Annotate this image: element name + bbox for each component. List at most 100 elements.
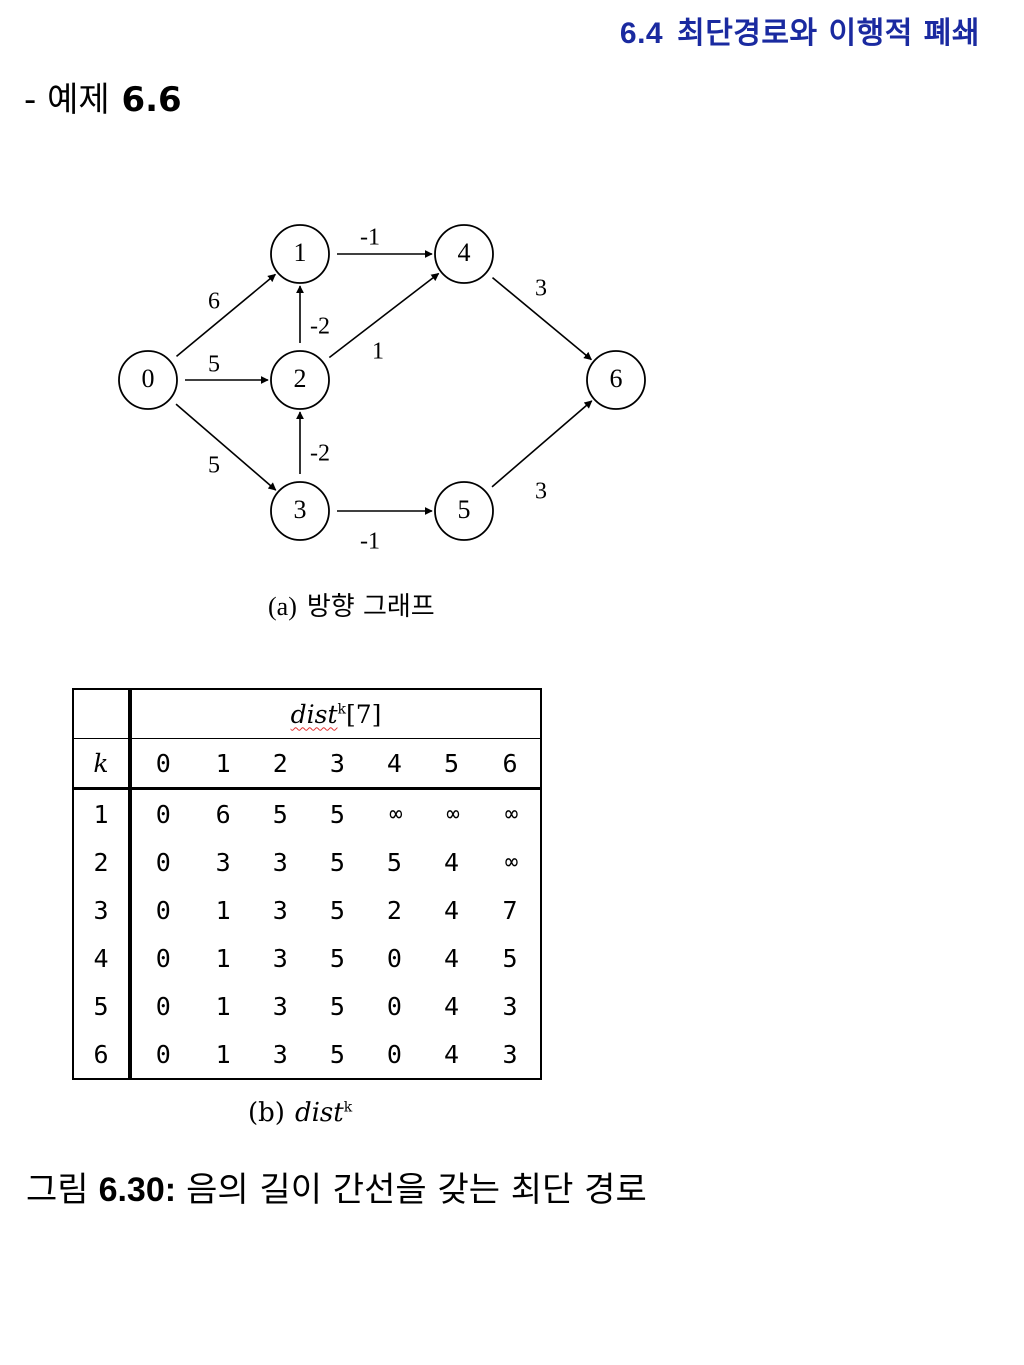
dist-cell: 4 — [443, 991, 460, 1021]
dist-cell: 0 — [155, 943, 171, 973]
edge-4-6 — [491, 276, 592, 361]
dist-header-word: dist — [290, 699, 338, 729]
dist-cell: 1 — [215, 1039, 231, 1069]
dist-cell: 5 — [329, 1039, 345, 1069]
dist-cell: ∞ — [504, 801, 518, 827]
k-cell: 2 — [73, 838, 132, 886]
dist-cell: 2 — [386, 895, 402, 925]
dist-cell: 0 — [386, 943, 402, 973]
dist-cell: 6 — [215, 799, 231, 829]
dist-cell: ∞ — [389, 801, 402, 827]
example-label: - 예제 — [24, 80, 110, 120]
dist-header-sup: k — [337, 701, 346, 718]
graph-caption: (a) 방향 그래프 — [268, 586, 435, 623]
table-caption-word: dist — [294, 1098, 344, 1128]
dist-cell: 1 — [215, 991, 231, 1021]
k-header: k — [73, 738, 132, 790]
table-caption: (b)distk — [248, 1098, 352, 1128]
dist-cell: 5 — [329, 943, 345, 973]
figure-label: 그림 — [26, 1170, 89, 1210]
edge-weight-0-1: 6 — [208, 289, 220, 315]
dist-cell: 5 — [386, 847, 402, 877]
example-title: - 예제 6.6 — [24, 72, 182, 121]
section-number: 6.4 — [619, 17, 664, 50]
edge-0-3 — [175, 403, 277, 491]
node-6 — [586, 350, 646, 410]
edge-weight-5-6: 3 — [535, 479, 547, 505]
edge-5-6 — [491, 400, 593, 488]
dist-cell: 4 — [443, 1039, 460, 1069]
dist-cell: ∞ — [504, 849, 518, 875]
dist-cell: 0 — [155, 847, 171, 877]
node-3 — [270, 481, 330, 541]
column-index: 4 — [365, 738, 423, 790]
dist-cell: 3 — [272, 991, 288, 1021]
dist-cell: 0 — [155, 895, 171, 925]
dist-cell: 3 — [215, 847, 231, 877]
node-5 — [434, 481, 494, 541]
dist-cell: 4 — [443, 943, 460, 973]
dist-cell: 0 — [155, 1039, 171, 1069]
graph-caption-label: (a) — [268, 592, 297, 621]
dist-cell: 5 — [272, 799, 288, 829]
dist-cell: 5 — [329, 895, 345, 925]
node-label-3: 3 — [294, 495, 307, 524]
k-cell: 1 — [73, 788, 132, 838]
node-label-0: 0 — [142, 364, 155, 393]
edge-weight-4-6: 3 — [535, 276, 547, 302]
node-label-4: 4 — [458, 238, 471, 267]
dist-cell: 3 — [272, 1039, 288, 1069]
edge-2-4 — [328, 272, 440, 359]
edge-weight-0-2: 5 — [208, 352, 220, 378]
edge-weight-3-2: -2 — [310, 441, 330, 467]
k-header-spacer — [73, 689, 132, 739]
dist-cell: 5 — [329, 799, 345, 829]
dist-cell: 3 — [272, 943, 288, 973]
node-label-5: 5 — [458, 495, 471, 524]
dist-cell: 7 — [502, 895, 518, 925]
edge-weight-0-3: 5 — [208, 453, 220, 479]
k-cell: 3 — [73, 886, 132, 934]
k-cell: 4 — [73, 934, 132, 982]
dist-cell: 3 — [272, 895, 288, 925]
edge-weight-1-4: -1 — [360, 225, 380, 251]
edge-0-1 — [175, 273, 276, 358]
column-index: 5 — [422, 738, 481, 790]
dist-cell: 0 — [386, 1039, 402, 1069]
dist-cell: 5 — [329, 991, 345, 1021]
column-index: 6 — [480, 738, 541, 790]
dist-cell: 5 — [502, 943, 518, 973]
edge-weight-2-1: -2 — [310, 314, 330, 340]
node-label-2: 2 — [294, 364, 307, 393]
graph-caption-text: 방향 그래프 — [306, 592, 435, 622]
k-cell: 5 — [73, 982, 132, 1030]
edge-weight-2-4: 1 — [372, 339, 384, 365]
column-index: 2 — [251, 738, 309, 790]
dist-cell: 3 — [502, 1039, 518, 1069]
node-1 — [270, 224, 330, 284]
dist-header-suffix: [7] — [345, 699, 382, 729]
table-caption-sup: k — [343, 1099, 353, 1116]
edge-weight-3-5: -1 — [360, 529, 380, 555]
dist-cell: 5 — [329, 847, 345, 877]
dist-cell: 0 — [386, 991, 402, 1021]
dist-cell: 4 — [443, 895, 460, 925]
dist-cell: 0 — [155, 799, 171, 829]
figure-number: 6.30: — [98, 1171, 177, 1209]
k-cell: 6 — [73, 1030, 132, 1079]
dist-cell: ∞ — [446, 801, 459, 827]
node-label-1: 1 — [294, 238, 307, 267]
example-number: 6.6 — [121, 80, 182, 120]
column-index: 3 — [308, 738, 366, 790]
dist-cell: 1 — [215, 895, 231, 925]
